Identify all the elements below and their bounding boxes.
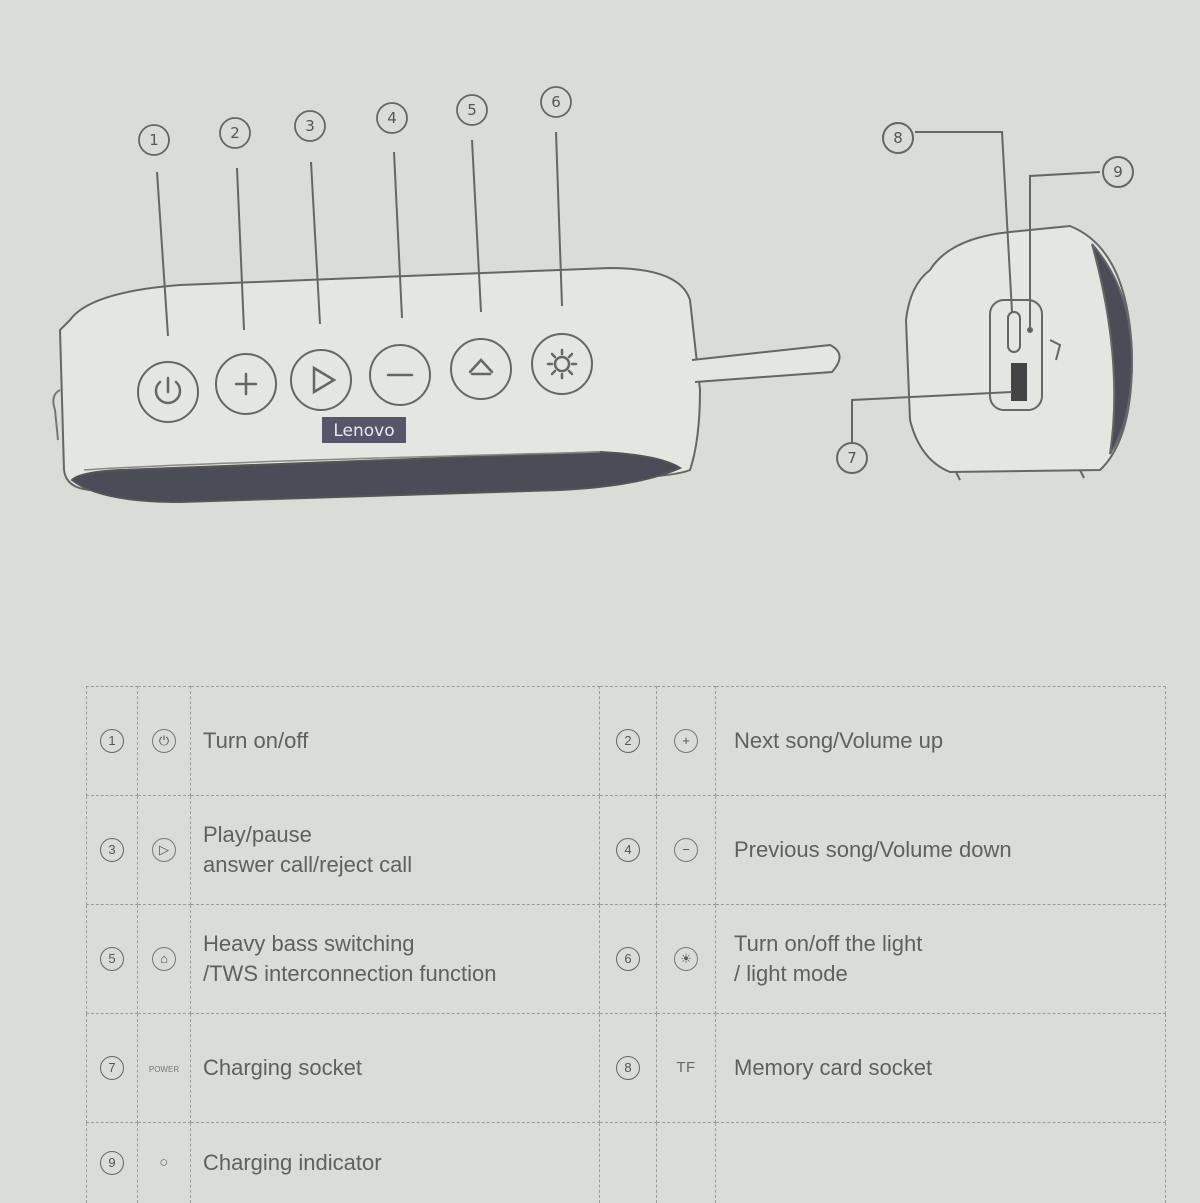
indicator-icon: ○: [159, 1154, 169, 1171]
callout-3: 3: [305, 117, 315, 135]
home-icon: ⌂: [152, 947, 176, 971]
function-table: 1 ⏻ Turn on/off 2 + Next song/Volume up …: [86, 686, 1166, 1203]
brand-label: Lenovo: [333, 421, 394, 441]
table-row: 5 ⌂ Heavy bass switching /TWS interconne…: [87, 905, 1166, 1014]
callout-5: 5: [467, 101, 477, 119]
callout-2: 2: [230, 124, 240, 142]
play-button: [291, 350, 351, 410]
table-row: 1 ⏻ Turn on/off 2 + Next song/Volume up: [87, 687, 1166, 796]
callout-4: 4: [387, 109, 397, 127]
row-number: 1: [100, 729, 124, 753]
callout-1: 1: [149, 131, 159, 149]
tf-slot: [1012, 364, 1026, 400]
light-button: [532, 334, 592, 394]
sun-icon: ☀: [674, 947, 698, 971]
table-row: 7 POWER Charging socket 8 TF Memory card…: [87, 1014, 1166, 1123]
row-number: 2: [616, 729, 640, 753]
minus-icon: −: [674, 838, 698, 862]
play-icon: ▷: [152, 838, 176, 862]
row-number: 4: [616, 838, 640, 862]
power-icon: ⏻: [152, 729, 176, 753]
function-description: Charging socket: [203, 1053, 599, 1083]
callout-7: 7: [847, 449, 857, 467]
function-description: Turn on/off: [203, 726, 599, 756]
tf-card-icon: TF: [676, 1059, 695, 1076]
speaker-side-view: [906, 226, 1132, 480]
bass-button: [451, 339, 511, 399]
power-port-icon: POWER: [149, 1065, 179, 1074]
function-description: Turn on/off the light / light mode: [734, 929, 1165, 989]
table-row: 3 ▷ Play/pause answer call/reject call 4…: [87, 796, 1166, 905]
plus-icon: +: [674, 729, 698, 753]
function-description: Memory card socket: [734, 1053, 1165, 1083]
row-number: 3: [100, 838, 124, 862]
row-number: 8: [616, 1056, 640, 1080]
row-number: 9: [100, 1151, 124, 1175]
row-number: 5: [100, 947, 124, 971]
callout-6: 6: [551, 93, 561, 111]
function-description: Next song/Volume up: [734, 726, 1165, 756]
function-description: Charging indicator: [203, 1148, 599, 1178]
row-number: 7: [100, 1056, 124, 1080]
speaker-diagram: Lenovo 1 2 3 4 5 6: [0, 0, 1200, 640]
function-description: Heavy bass switching /TWS interconnectio…: [203, 929, 599, 989]
callout-9: 9: [1113, 163, 1123, 181]
function-description: Previous song/Volume down: [734, 835, 1165, 865]
function-description: Play/pause answer call/reject call: [203, 820, 599, 880]
row-number: 6: [616, 947, 640, 971]
callout-8: 8: [893, 129, 903, 147]
table-row: 9 ○ Charging indicator: [87, 1123, 1166, 1203]
